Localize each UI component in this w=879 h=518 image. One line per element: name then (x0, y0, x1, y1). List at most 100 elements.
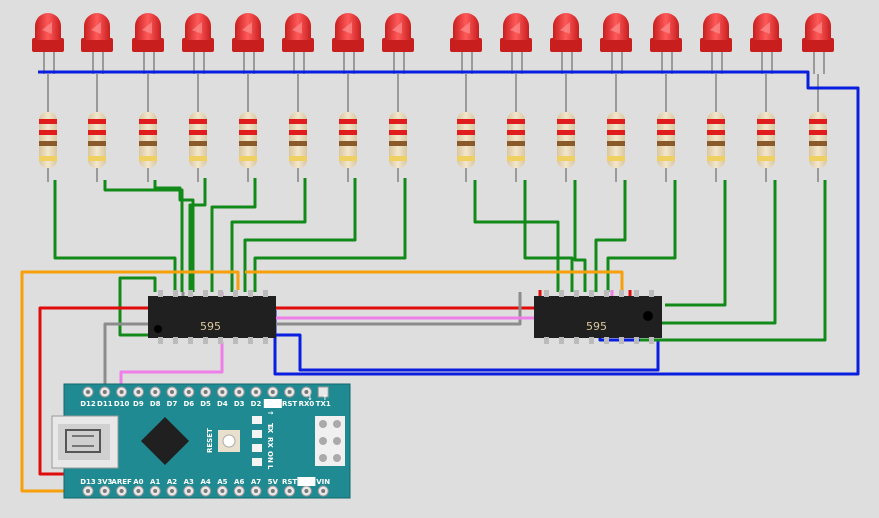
header-pin (317, 386, 329, 398)
led (32, 13, 64, 74)
bottom-pin-row (82, 485, 329, 497)
top-pin-label: RST (282, 400, 297, 408)
chip-pin (248, 337, 253, 344)
resistor (657, 74, 675, 182)
led (182, 13, 214, 74)
chip-pin (158, 290, 163, 297)
top-pin-label: D5 (200, 400, 211, 408)
resistor (189, 74, 207, 182)
chip-pin (263, 337, 268, 344)
led (450, 13, 482, 74)
chip-pin (589, 290, 594, 297)
chip-pin (173, 290, 178, 297)
indicator-arrow: ↓ (266, 424, 274, 430)
reset-label: RESET (206, 428, 214, 453)
chip-pin (158, 337, 163, 344)
chip-pin (649, 337, 654, 344)
resistor (607, 74, 625, 182)
top-pin-label: D8 (150, 400, 161, 408)
top-pin-label: D6 (183, 400, 194, 408)
status-leds (252, 416, 262, 466)
reset-button[interactable] (218, 430, 240, 452)
bottom-pin-label: A1 (150, 478, 160, 486)
bottom-pin-label: D13 (80, 478, 96, 486)
bottom-pin-label: VIN (316, 478, 330, 486)
led (600, 13, 632, 74)
chip-pin (589, 337, 594, 344)
chip-pin (604, 337, 609, 344)
bottom-pin-label: AREF (111, 478, 132, 486)
top-pin-label: D9 (133, 400, 144, 408)
chip-pin (574, 290, 579, 297)
icsp-header (315, 416, 345, 466)
indicator-label: L (266, 465, 274, 470)
chip-pin (263, 290, 268, 297)
chip-pin (559, 290, 564, 297)
top-pin-label: D11 (97, 400, 113, 408)
resistor (239, 74, 257, 182)
chip-label-right: 595 (586, 320, 607, 333)
led (282, 13, 314, 74)
chip-pin (544, 290, 549, 297)
bottom-pin-label: A2 (167, 478, 177, 486)
chip-pin (634, 290, 639, 297)
resistor (339, 74, 357, 182)
chip-pin (203, 337, 208, 344)
microcontroller-chip (140, 416, 190, 466)
bottom-pin-label: A5 (217, 478, 227, 486)
rx-arrow: ↓ (307, 394, 313, 402)
chip-right-pins (544, 290, 654, 344)
chip-pin (233, 337, 238, 344)
chip-pin (188, 337, 193, 344)
indicator-label: TX (266, 423, 274, 434)
resistor (557, 74, 575, 182)
chip-pin (248, 290, 253, 297)
bottom-pin-label: GND (298, 478, 316, 486)
indicator-labels: TX↑RX↓ONL (266, 410, 274, 470)
led (332, 13, 364, 74)
led (500, 13, 532, 74)
led-row (32, 13, 834, 74)
chip-pin (203, 290, 208, 297)
chip-pin (574, 337, 579, 344)
chip-label-left: 595 (200, 320, 221, 333)
chip-pin (544, 337, 549, 344)
usb-port-icon (51, 415, 119, 469)
led (700, 13, 732, 74)
resistor (457, 74, 475, 182)
top-pin-label: D7 (167, 400, 178, 408)
led (382, 13, 414, 74)
resistor (507, 74, 525, 182)
chip-pin (619, 337, 624, 344)
top-pin-label: TX1 (316, 400, 331, 408)
resistor (809, 74, 827, 182)
green-wires (53, 178, 827, 342)
top-pin-label: GND (264, 400, 282, 408)
chip-pin (233, 290, 238, 297)
chip-pin (218, 290, 223, 297)
top-pin-label: D4 (217, 400, 228, 408)
bottom-pin-label: 5V (268, 478, 279, 486)
chip-pin (619, 290, 624, 297)
orange-wire (20, 270, 624, 493)
bottom-pin-label: A7 (251, 478, 261, 486)
chip-pin (604, 290, 609, 297)
resistor-row (39, 74, 827, 182)
chip-pin (173, 337, 178, 344)
resistor (289, 74, 307, 182)
bottom-pin-label: A3 (184, 478, 194, 486)
led (650, 13, 682, 74)
bottom-pin-label: A4 (200, 478, 210, 486)
chip-pin (218, 337, 223, 344)
shift-register-left: 595 (148, 290, 276, 344)
tx-arrow: ↑ (322, 394, 328, 402)
indicator-label: ON (266, 451, 274, 463)
resistor (389, 74, 407, 182)
top-pin-label: D3 (234, 400, 245, 408)
led (232, 13, 264, 74)
chip-pin (634, 337, 639, 344)
